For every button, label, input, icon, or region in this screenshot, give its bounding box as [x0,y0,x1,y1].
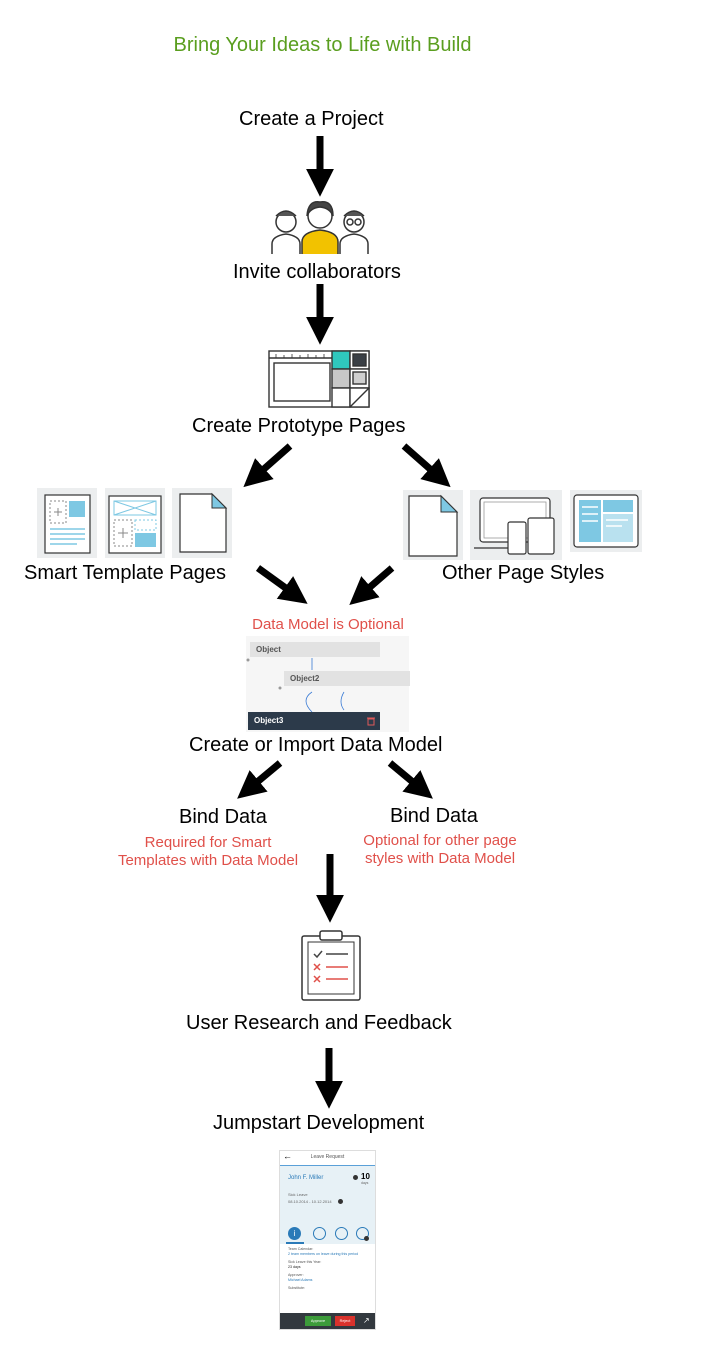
smart-template-thumb-2 [105,488,165,558]
note-bind-left: Required for Smart Templates with Data M… [103,834,313,870]
arrow-6 [349,565,395,606]
step-create-prototype-pages: Create Prototype Pages [192,415,406,437]
app-team-cal-label: Team Calendar: [288,1247,314,1251]
diagram-title: Bring Your Ideas to Life with Build [173,34,472,56]
share-icon[interactable]: ↗ [363,1316,370,1325]
clipboard-icon [301,930,361,1001]
app-days-unit: days [361,1181,369,1185]
step-create-project: Create a Project [239,108,384,130]
arrow-3 [243,443,293,488]
smart-template-thumb-3 [172,488,232,558]
arrow-7 [237,760,283,799]
responsive-devices-icon [474,497,555,555]
arrow-8 [387,760,433,799]
arrow-4 [401,443,451,488]
note-bind-right-line1: Optional for other page [363,832,517,849]
app-footer: Approve Reject ↗ [280,1313,375,1329]
app-year-label: Sick Leave this Year: [288,1260,322,1264]
app-header-title: Leave Request [310,1154,345,1160]
app-details: Team Calendar: 2 team members on leave d… [288,1247,370,1291]
data-model-object2: Object2 [284,671,410,686]
app-approver-value: Michael Adams [288,1278,313,1282]
app-approver-label: Approver: [288,1273,304,1277]
note-bind-left-line2: Templates with Data Model [117,852,299,869]
app-team-cal-value: 2 team members on leave during this peri… [288,1252,359,1256]
template-list-report-icon [44,494,91,554]
note-data-model-optional: Data Model is Optional [252,616,404,633]
delete-icon [367,717,375,726]
app-substitute-label: Substitute: [288,1286,305,1290]
step-bind-data-left: Bind Data [179,806,267,828]
app-tab-dot [364,1236,369,1241]
attachment-tab-icon [335,1227,348,1240]
step-other-page-styles: Other Page Styles [442,562,605,584]
app-employee-name: John F. Miller [288,1175,324,1181]
arrow-5 [255,565,308,604]
back-icon: ← [283,1151,292,1161]
note-bind-right-line2: styles with Data Model [364,850,516,867]
freestyle-page-icon [408,494,459,557]
leave-request-app-screenshot: ← Leave Request John F. Miller 10 days S… [279,1150,376,1330]
note-bind-right: Optional for other page styles with Data… [345,832,535,868]
info-tab-icon: i [288,1227,301,1240]
step-bind-data-right: Bind Data [390,805,478,827]
template-object-page-icon [108,495,162,554]
active-tab-indicator [286,1242,304,1244]
app-date-dot [338,1199,343,1204]
data-model-connectors [246,658,345,713]
app-tab-bar: i [280,1224,375,1244]
step-invite-collaborators: Invite collaborators [233,261,401,283]
note-bind-left-line1: Required for Smart [144,834,272,851]
data-model-screenshot: Object Object2 Object3 [246,636,410,732]
collaborators-icon [271,201,369,254]
step-data-model: Create or Import Data Model [189,734,443,756]
people-tab-icon [356,1227,369,1240]
app-leave-dates: 08.10.2014 - 10.12.2014 [288,1199,332,1204]
blank-page-icon [179,492,228,553]
other-style-thumb-3 [570,490,642,552]
app-header: ← Leave Request [280,1151,375,1166]
app-status-dot [353,1175,358,1180]
step-jumpstart-development: Jumpstart Development [213,1112,425,1134]
smart-template-thumb-1 [37,488,97,558]
step-smart-template-pages: Smart Template Pages [24,562,226,584]
app-object-header: John F. Miller 10 days Sick Leave 08.10.… [280,1166,375,1224]
other-style-thumb-1 [403,490,463,560]
step-user-research: User Research and Feedback [186,1012,452,1034]
app-days-count: 10 [361,1172,370,1181]
other-style-thumb-2 [470,490,562,560]
app-year-value: 23 days [288,1265,301,1269]
approve-button[interactable]: Approve [305,1316,331,1326]
tablet-layout-icon [573,494,639,548]
reject-button[interactable]: Reject [335,1316,355,1326]
data-model-object1: Object [250,642,380,657]
calendar-tab-icon [313,1227,326,1240]
app-leave-type: Sick Leave [288,1192,308,1197]
prototype-pages-icon [268,350,370,408]
data-model-object3: Object3 [248,712,380,730]
